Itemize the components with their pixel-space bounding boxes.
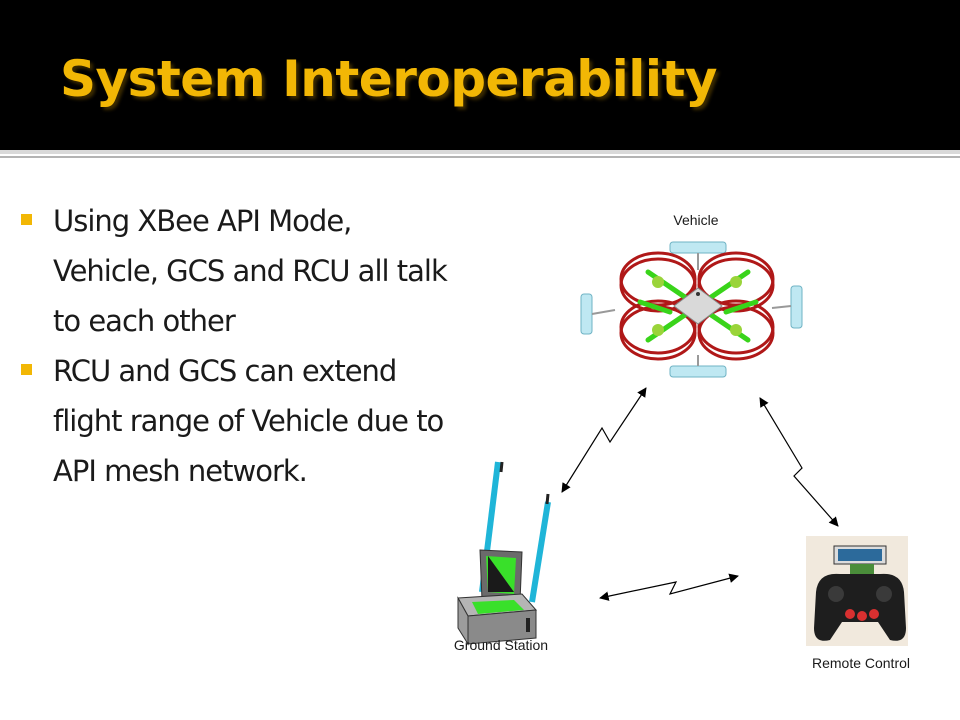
slide-title: System Interoperability [60, 50, 718, 108]
title-bar: System Interoperability [0, 0, 960, 150]
bullet-item: Using XBee API Mode, Vehicle, GCS and RC… [18, 196, 448, 346]
remote-control-icon [806, 536, 908, 646]
vehicle-quadcopter-icon [580, 241, 803, 378]
bullet-square-icon [21, 364, 32, 375]
title-divider [0, 150, 960, 154]
bullet-text: Using XBee API Mode, Vehicle, GCS and RC… [53, 204, 448, 338]
ground-station-icon [457, 461, 551, 646]
ground-station-label: Ground Station [454, 637, 548, 653]
bullet-item: RCU and GCS can extend flight range of V… [18, 346, 448, 496]
bullet-list: Using XBee API Mode, Vehicle, GCS and RC… [18, 196, 448, 496]
bullet-text: RCU and GCS can extend flight range of V… [53, 354, 444, 488]
bullet-square-icon [21, 214, 32, 225]
interoperability-diagram: Vehicle [454, 212, 910, 671]
link-vehicle-ground-station [561, 387, 647, 493]
link-vehicle-remote-control [759, 397, 839, 527]
vehicle-label: Vehicle [673, 212, 718, 228]
title-divider-thin [0, 156, 960, 158]
link-ground-station-remote-control [599, 573, 739, 601]
remote-control-label: Remote Control [812, 655, 910, 671]
